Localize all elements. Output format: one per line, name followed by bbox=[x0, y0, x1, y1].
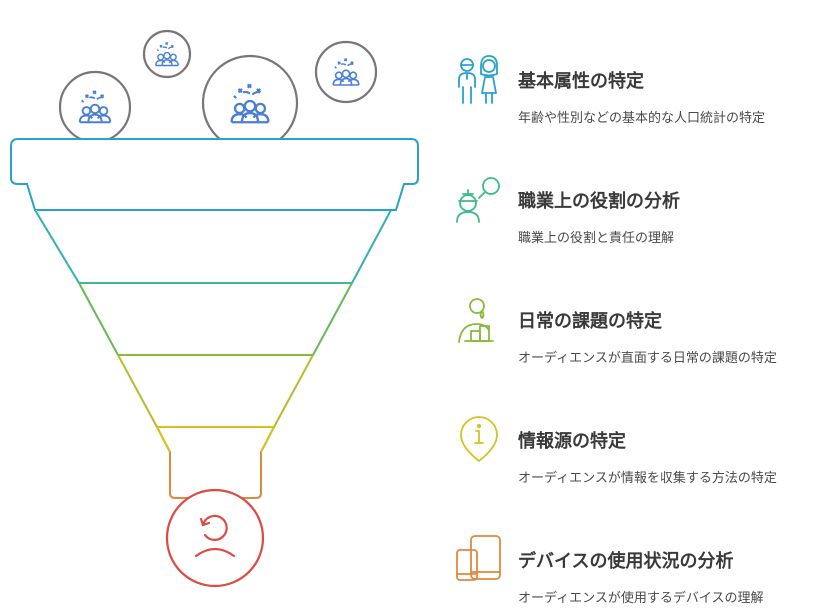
step-description: オーディエンスが情報を収集する方法の特定 bbox=[518, 471, 777, 486]
funnel-neck bbox=[156, 426, 275, 499]
step-description: 年齢や性別などの基本的な人口統計の特定 bbox=[518, 111, 766, 126]
step-title: 日常の課題の特定 bbox=[518, 311, 662, 332]
man-woman-icon bbox=[458, 55, 498, 104]
funnel-bands bbox=[34, 209, 392, 499]
step-title: デバイスの使用状況の分析 bbox=[518, 551, 734, 572]
target-person-icon bbox=[194, 514, 236, 558]
info-pin-icon bbox=[460, 416, 498, 462]
funnel-output bbox=[165, 488, 265, 588]
step-title: 職業上の役割の分析 bbox=[518, 191, 680, 212]
person-struggle-icon bbox=[458, 298, 494, 343]
worker-search-icon bbox=[456, 177, 500, 223]
step-title: 基本属性の特定 bbox=[518, 71, 644, 92]
step-description: オーディエンスが使用するデバイスの理解 bbox=[518, 591, 764, 606]
audience-group-tiny bbox=[142, 29, 192, 79]
step-title: 情報源の特定 bbox=[518, 431, 626, 452]
devices-icon bbox=[456, 535, 501, 581]
audience-group-small-right bbox=[314, 40, 378, 104]
audience-group-large bbox=[201, 54, 299, 152]
audience-group-small-left bbox=[58, 70, 132, 144]
funnel-band-1 bbox=[35, 210, 391, 283]
step-description: 職業上の役割と責任の理解 bbox=[518, 231, 675, 246]
funnel-rim bbox=[10, 138, 419, 211]
step-description: オーディエンスが直面する日常の課題の特定 bbox=[518, 351, 777, 366]
